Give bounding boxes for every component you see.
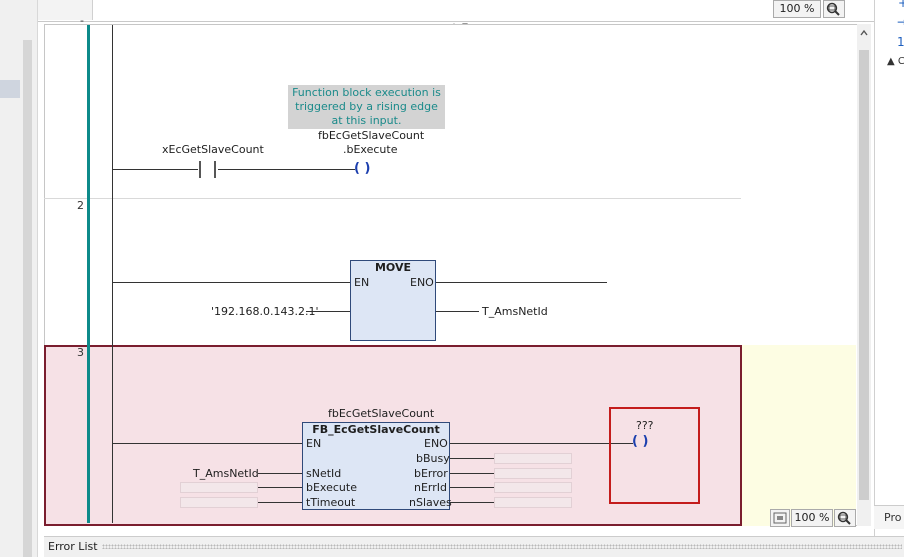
network-number-2: 2 [77, 199, 84, 212]
wire [113, 169, 198, 170]
snetid-input-variable[interactable]: T_AmsNetId [193, 467, 259, 480]
coil-variable-member[interactable]: .bExecute [343, 143, 398, 156]
move-block-title: MOVE [374, 261, 412, 274]
right-panel [874, 0, 904, 557]
error-list-tab[interactable]: Error List [48, 540, 98, 553]
move-block[interactable] [350, 260, 436, 341]
fb-pin-nerrid: nErrId [414, 481, 447, 494]
scroll-up-icon[interactable] [859, 28, 869, 38]
wire [113, 443, 302, 444]
network-number-3: 3 [77, 346, 84, 359]
move-output-variable[interactable]: T_AmsNetId [482, 305, 548, 318]
right-panel-tab-bar [874, 505, 904, 529]
wire [258, 502, 302, 503]
wire [450, 443, 633, 444]
fb-pin-en: EN [306, 437, 322, 450]
coil-symbol-1[interactable]: ( ) [354, 161, 371, 176]
bexecute-input-field[interactable] [180, 482, 258, 493]
wire [450, 487, 494, 488]
declaration-gutter [38, 0, 93, 20]
editor-margin-area [742, 345, 856, 526]
execute-tooltip: Function block execution is triggered by… [288, 85, 445, 129]
coil-symbol-3[interactable]: ( ) [632, 434, 649, 449]
move-pin-en: EN [354, 276, 370, 289]
panel-grip[interactable] [102, 544, 902, 549]
berror-output-field[interactable] [494, 468, 572, 479]
wire [436, 311, 479, 312]
bottom-zoom-level[interactable]: 100 % [791, 509, 833, 527]
wire [258, 473, 302, 474]
fb-block-title: FB_EcGetSlaveCount [312, 423, 440, 436]
network-rail [87, 25, 90, 523]
nerrid-output-field[interactable] [494, 482, 572, 493]
move-input-value[interactable]: '192.168.0.143.2.1' [211, 305, 319, 318]
top-zoom-icon[interactable] [823, 0, 845, 18]
wire [436, 282, 607, 283]
network-separator [44, 198, 741, 199]
right-panel-mark-4[interactable]: ▲ C [887, 56, 904, 67]
right-panel-mark-3: 1 [897, 35, 904, 49]
network-number-1-partial: - [80, 14, 84, 27]
bottom-zoom-icon[interactable] [834, 509, 856, 527]
wire [450, 458, 494, 459]
wire [218, 169, 355, 170]
contact-symbol[interactable] [198, 161, 218, 178]
properties-tab[interactable]: Pro [884, 511, 902, 524]
left-panel-scrollbar[interactable] [23, 40, 32, 557]
fb-pin-bbusy: bBusy [416, 452, 450, 465]
fb-pin-ttimeout: tTimeout [306, 496, 356, 509]
wire [113, 282, 350, 283]
fb-pin-berror: bError [414, 467, 448, 480]
fb-pin-bexecute: bExecute [306, 481, 357, 494]
move-pin-eno: ENO [410, 276, 434, 289]
wire [450, 502, 494, 503]
coil-variable-instance[interactable]: fbEcGetSlaveCount [318, 129, 425, 142]
nslaves-output-field[interactable] [494, 497, 572, 508]
ttimeout-input-field[interactable] [180, 497, 258, 508]
declaration-editor-strip [38, 0, 874, 22]
editor-scroll-thumb[interactable] [859, 50, 869, 500]
fb-pin-nslaves: nSlaves [409, 496, 452, 509]
wire [450, 473, 494, 474]
fb-instance-name[interactable]: fbEcGetSlaveCount [328, 407, 435, 420]
power-rail-left [112, 25, 113, 523]
bbusy-output-field[interactable] [494, 453, 572, 464]
left-panel-selection[interactable] [0, 80, 20, 98]
right-panel-mark-2: → [897, 15, 904, 29]
contact-variable[interactable]: xEcGetSlaveCount [162, 143, 264, 156]
zoom-mode-icon[interactable] [770, 509, 790, 527]
fb-pin-snetid: sNetId [306, 467, 342, 480]
right-panel-mark-1: + [898, 0, 904, 10]
wire [258, 487, 302, 488]
fb-pin-eno: ENO [424, 437, 448, 450]
wire [306, 311, 350, 312]
fb-ecgetslavecount-block[interactable] [302, 422, 450, 510]
coil-error-highlight [609, 407, 700, 504]
coil-unassigned-variable[interactable]: ??? [636, 419, 654, 432]
top-zoom-level[interactable]: 100 % [773, 0, 821, 18]
